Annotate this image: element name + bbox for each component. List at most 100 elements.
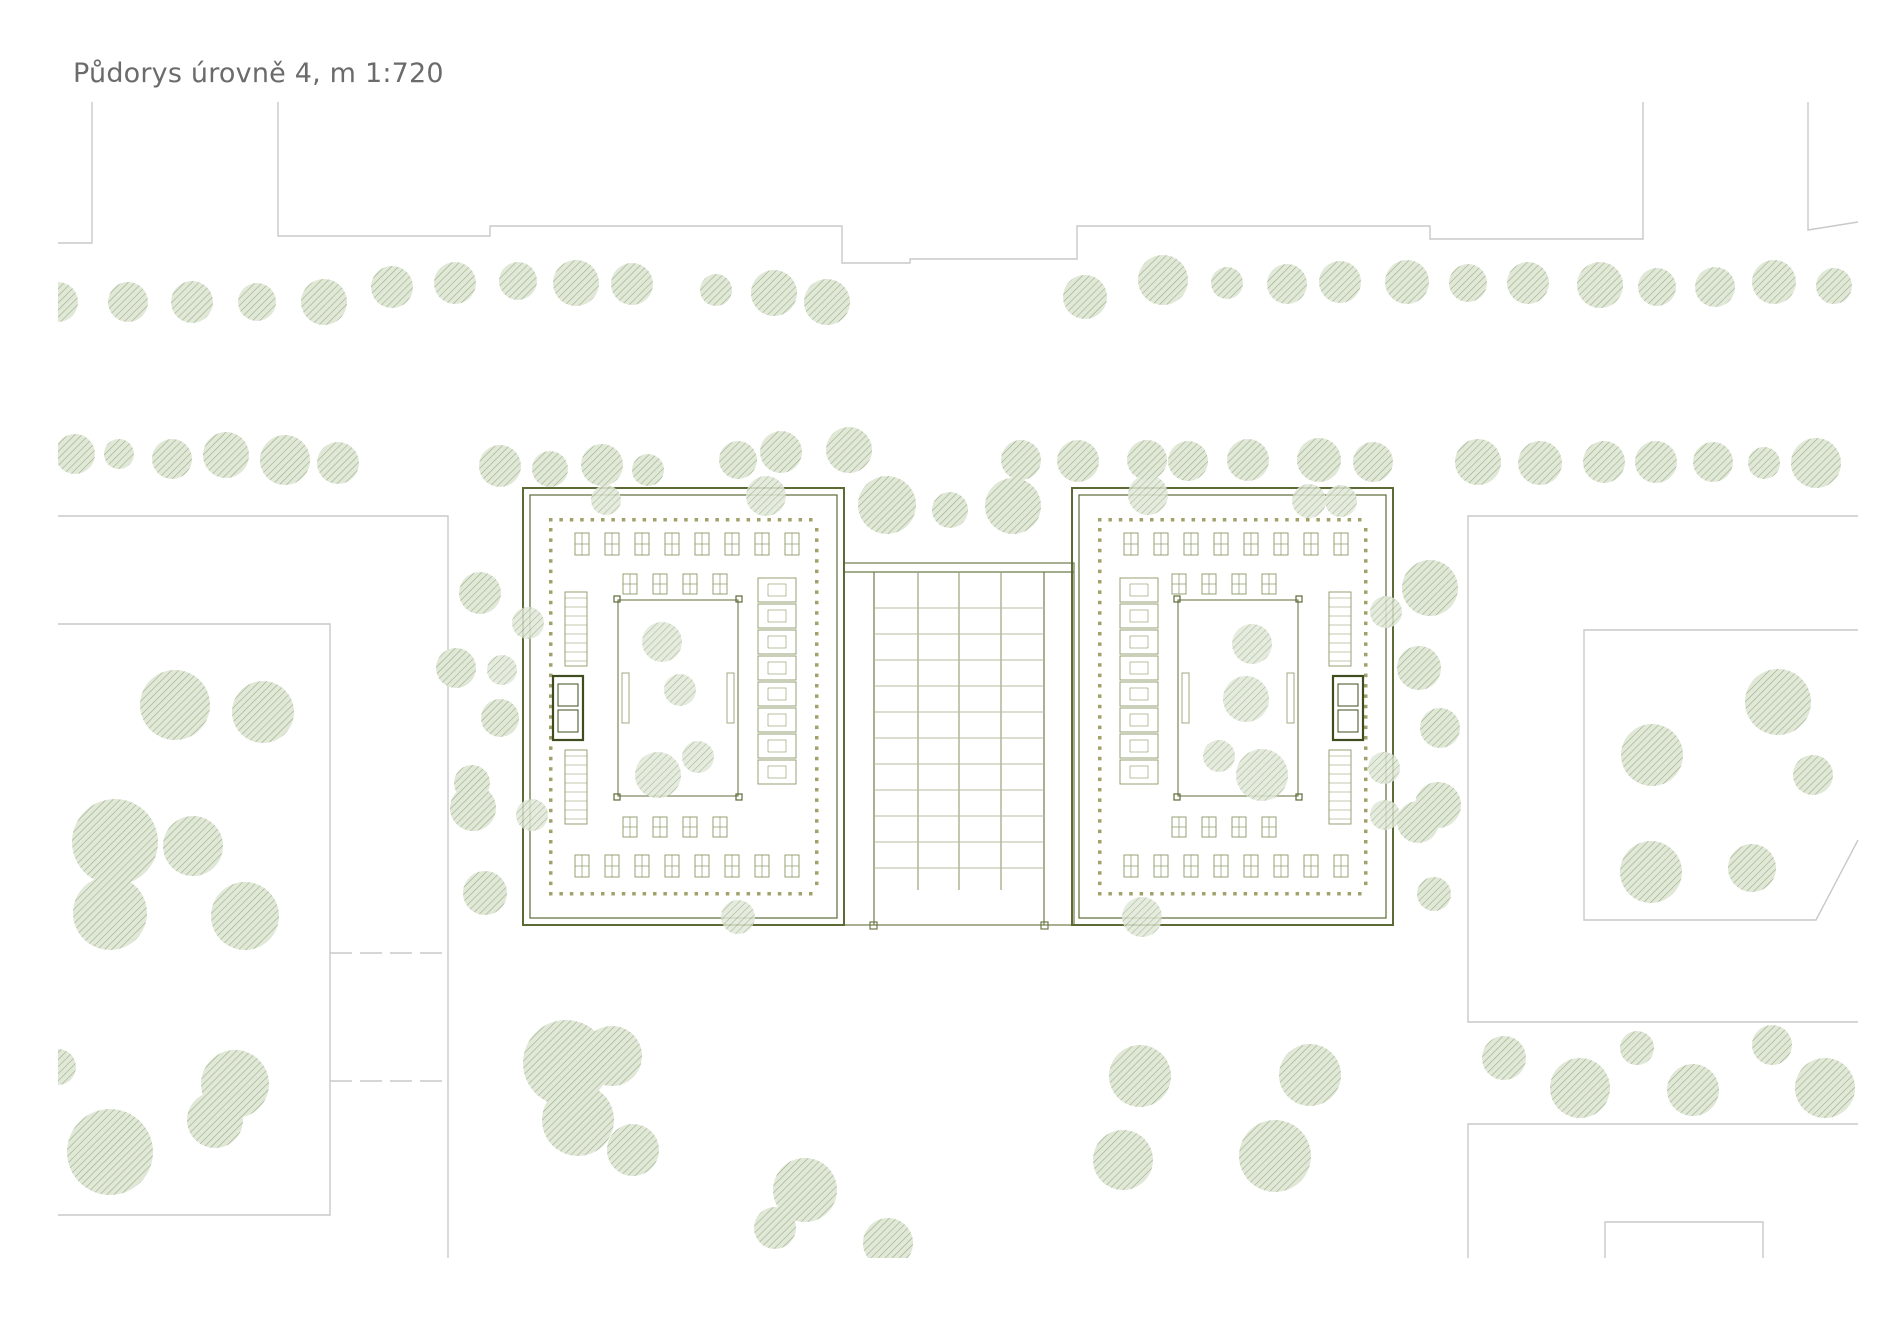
- facade-column: [1364, 528, 1368, 532]
- facade-column: [1337, 892, 1341, 896]
- facade-column: [1170, 892, 1175, 896]
- facade-column: [1364, 798, 1368, 802]
- void-stair: [621, 672, 630, 724]
- facade-column: [815, 840, 819, 844]
- tree-canopy: [1693, 442, 1733, 482]
- meeting-table: [1129, 739, 1149, 753]
- tree-canopy: [1550, 1058, 1610, 1118]
- facade-column: [549, 788, 553, 792]
- facade-column: [757, 518, 761, 522]
- facade-column: [549, 798, 553, 802]
- desk-cluster: [652, 573, 668, 595]
- meeting-room: [1119, 759, 1159, 785]
- facade-column: [815, 777, 819, 782]
- meeting-room: [1119, 681, 1159, 707]
- tree-canopy: [72, 799, 158, 885]
- facade-column: [1098, 704, 1102, 709]
- facade-column: [746, 518, 751, 522]
- facade-column: [815, 704, 819, 709]
- tree-canopy: [1795, 1058, 1855, 1118]
- facade-column: [1364, 663, 1368, 667]
- tree-canopy: [1109, 1045, 1171, 1107]
- atrium-post: [1040, 921, 1049, 930]
- tree-canopy: [1635, 441, 1677, 483]
- tree-canopy: [481, 699, 519, 737]
- tree-canopy: [532, 451, 568, 487]
- facade-column: [549, 767, 553, 771]
- tree-canopy: [203, 432, 249, 478]
- facade-column: [1316, 892, 1320, 896]
- facade-column: [815, 746, 819, 750]
- facade-column: [1098, 819, 1102, 823]
- facade-column: [1098, 777, 1102, 782]
- facade-column: [549, 777, 553, 782]
- facade-column: [1098, 518, 1102, 522]
- facade-column: [715, 892, 719, 896]
- tree-canopy: [1728, 844, 1776, 892]
- meeting-room: [1119, 629, 1159, 655]
- desk-cluster: [1213, 532, 1229, 556]
- tree-canopy: [1370, 800, 1400, 830]
- tree-canopy: [479, 445, 521, 487]
- facade-column: [1098, 600, 1102, 605]
- facade-column: [549, 528, 553, 532]
- facade-column: [1364, 538, 1368, 542]
- desk-cluster: [694, 532, 710, 556]
- desk-cluster: [1171, 816, 1187, 838]
- facade-column: [815, 819, 819, 823]
- facade-column: [815, 600, 819, 605]
- tree-canopy: [73, 876, 147, 950]
- facade-column: [1098, 860, 1102, 865]
- meeting-table: [767, 583, 787, 597]
- facade-column: [777, 518, 782, 522]
- facade-column: [1098, 798, 1102, 802]
- tree-canopy: [1397, 646, 1441, 690]
- tree-canopy: [1001, 440, 1041, 480]
- desk-cluster: [1213, 854, 1229, 878]
- facade-column: [1364, 590, 1368, 594]
- facade-column: [809, 518, 813, 522]
- facade-column: [1098, 767, 1102, 771]
- tree-canopy: [436, 648, 476, 688]
- desk-cluster: [1123, 854, 1139, 878]
- tower-inner-wall: [529, 494, 838, 919]
- tree-canopy: [746, 476, 786, 516]
- tree-canopy: [152, 439, 192, 479]
- tree-canopy: [1507, 262, 1549, 304]
- desk-cluster: [724, 532, 740, 556]
- meeting-rooms: [1119, 577, 1159, 785]
- desk-cluster: [622, 573, 638, 595]
- tree-canopy: [1745, 669, 1811, 735]
- desk-cluster: [682, 816, 698, 838]
- tree-canopy: [1449, 264, 1487, 302]
- facade-column: [1364, 715, 1368, 719]
- facade-column: [1364, 632, 1368, 636]
- desk-cluster: [574, 532, 590, 556]
- facade-column: [815, 871, 819, 875]
- tree-canopy: [104, 439, 134, 469]
- desk-cluster: [1273, 854, 1289, 878]
- facade-column: [815, 860, 819, 865]
- desk-cluster: [1123, 532, 1139, 556]
- facade-column: [1364, 725, 1368, 730]
- facade-column: [815, 684, 819, 688]
- tree-canopy: [1292, 484, 1326, 518]
- facade-column: [815, 798, 819, 802]
- meeting-table: [1129, 687, 1149, 701]
- facade-column: [715, 518, 719, 522]
- facade-column: [815, 725, 819, 730]
- meeting-room: [757, 603, 797, 629]
- desk-cluster: [1333, 854, 1349, 878]
- facade-column: [1364, 642, 1368, 646]
- desk-cluster: [1231, 816, 1247, 838]
- tree-canopy: [499, 262, 537, 300]
- meeting-table: [767, 713, 787, 727]
- facade-column: [1108, 518, 1112, 522]
- facade-column: [653, 518, 657, 522]
- facade-column: [725, 518, 730, 522]
- tree-canopy: [1267, 264, 1307, 304]
- facade-column: [1364, 756, 1368, 761]
- tower-inner-wall: [1078, 494, 1387, 919]
- west-courtyard-outline: [58, 623, 331, 1216]
- south-east-small-outline: [1604, 1221, 1764, 1258]
